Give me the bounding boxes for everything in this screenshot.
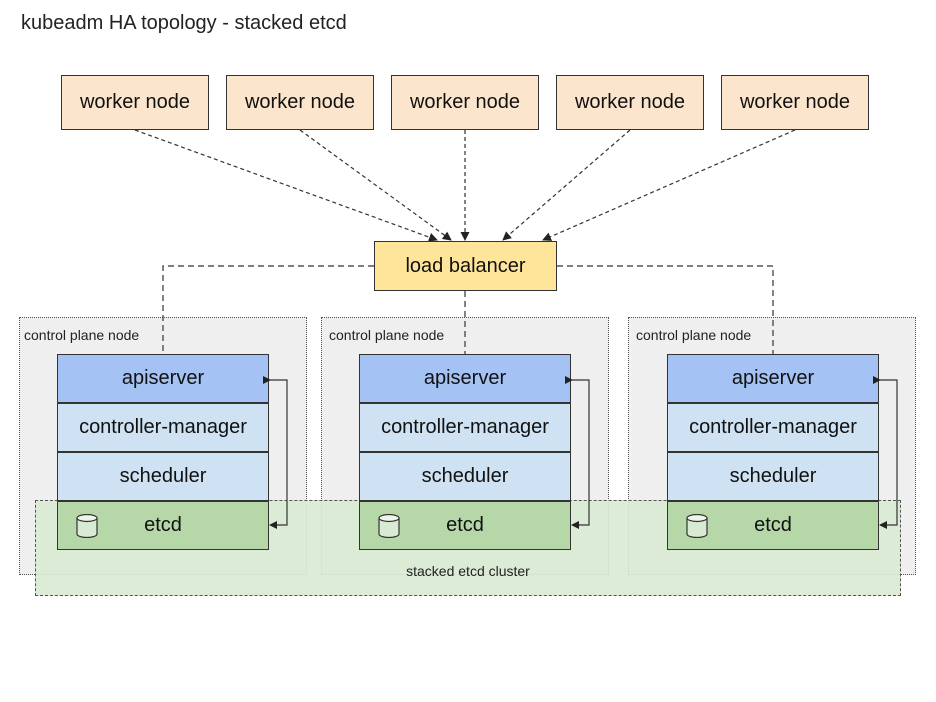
database-cylinder-icon [378, 514, 400, 538]
apiserver-label: apiserver [121, 367, 205, 389]
controller-manager-2: controller-manager [359, 403, 571, 452]
load-balancer: load balancer [374, 241, 557, 291]
worker-4-to-lb-arrow [502, 129, 631, 241]
etcd-3: etcd [667, 501, 879, 550]
scheduler-label: scheduler [729, 465, 817, 487]
scheduler-label: scheduler [421, 465, 509, 487]
worker-node-3: worker node [391, 75, 539, 130]
scheduler-label: scheduler [119, 465, 207, 487]
controller-manager-label: controller-manager [381, 416, 549, 438]
control-plane-node-label-1: control plane node [24, 327, 140, 343]
scheduler-1: scheduler [57, 452, 269, 501]
etcd-apiserver-loop-2 [565, 376, 590, 529]
database-cylinder-icon [686, 514, 708, 538]
stacked-etcd-cluster-label: stacked etcd cluster [406, 563, 530, 579]
apiserver-label: apiserver [731, 367, 815, 389]
lb-to-apiserver-1-line [162, 265, 374, 354]
controller-manager-1: controller-manager [57, 403, 269, 452]
worker-node-1: worker node [61, 75, 209, 130]
diagram-title: kubeadm HA topology - stacked etcd [21, 12, 347, 34]
apiserver-label: apiserver [423, 367, 507, 389]
worker-node-5: worker node [721, 75, 869, 130]
worker-1-to-lb-arrow [134, 129, 438, 242]
etcd-apiserver-loop-1 [263, 376, 288, 529]
etcd-label: etcd [446, 514, 484, 536]
lb-to-apiserver-3-line [557, 265, 774, 354]
etcd-1: etcd [57, 501, 269, 550]
controller-manager-label: controller-manager [689, 416, 857, 438]
database-cylinder-icon [76, 514, 98, 538]
controller-manager-label: controller-manager [79, 416, 247, 438]
worker-node-2: worker node [226, 75, 374, 130]
scheduler-2: scheduler [359, 452, 571, 501]
apiserver-2: apiserver [359, 354, 571, 403]
control-plane-node-label-3: control plane node [636, 327, 752, 343]
worker-5-to-lb-arrow [542, 129, 796, 241]
etcd-apiserver-loop-3 [873, 376, 898, 529]
worker-node-4: worker node [556, 75, 704, 130]
etcd-label: etcd [754, 514, 792, 536]
control-plane-node-label-2: control plane node [329, 327, 445, 343]
etcd-label: etcd [144, 514, 182, 536]
scheduler-3: scheduler [667, 452, 879, 501]
apiserver-3: apiserver [667, 354, 879, 403]
controller-manager-3: controller-manager [667, 403, 879, 452]
apiserver-1: apiserver [57, 354, 269, 403]
etcd-2: etcd [359, 501, 571, 550]
worker-2-to-lb-arrow [299, 129, 452, 241]
